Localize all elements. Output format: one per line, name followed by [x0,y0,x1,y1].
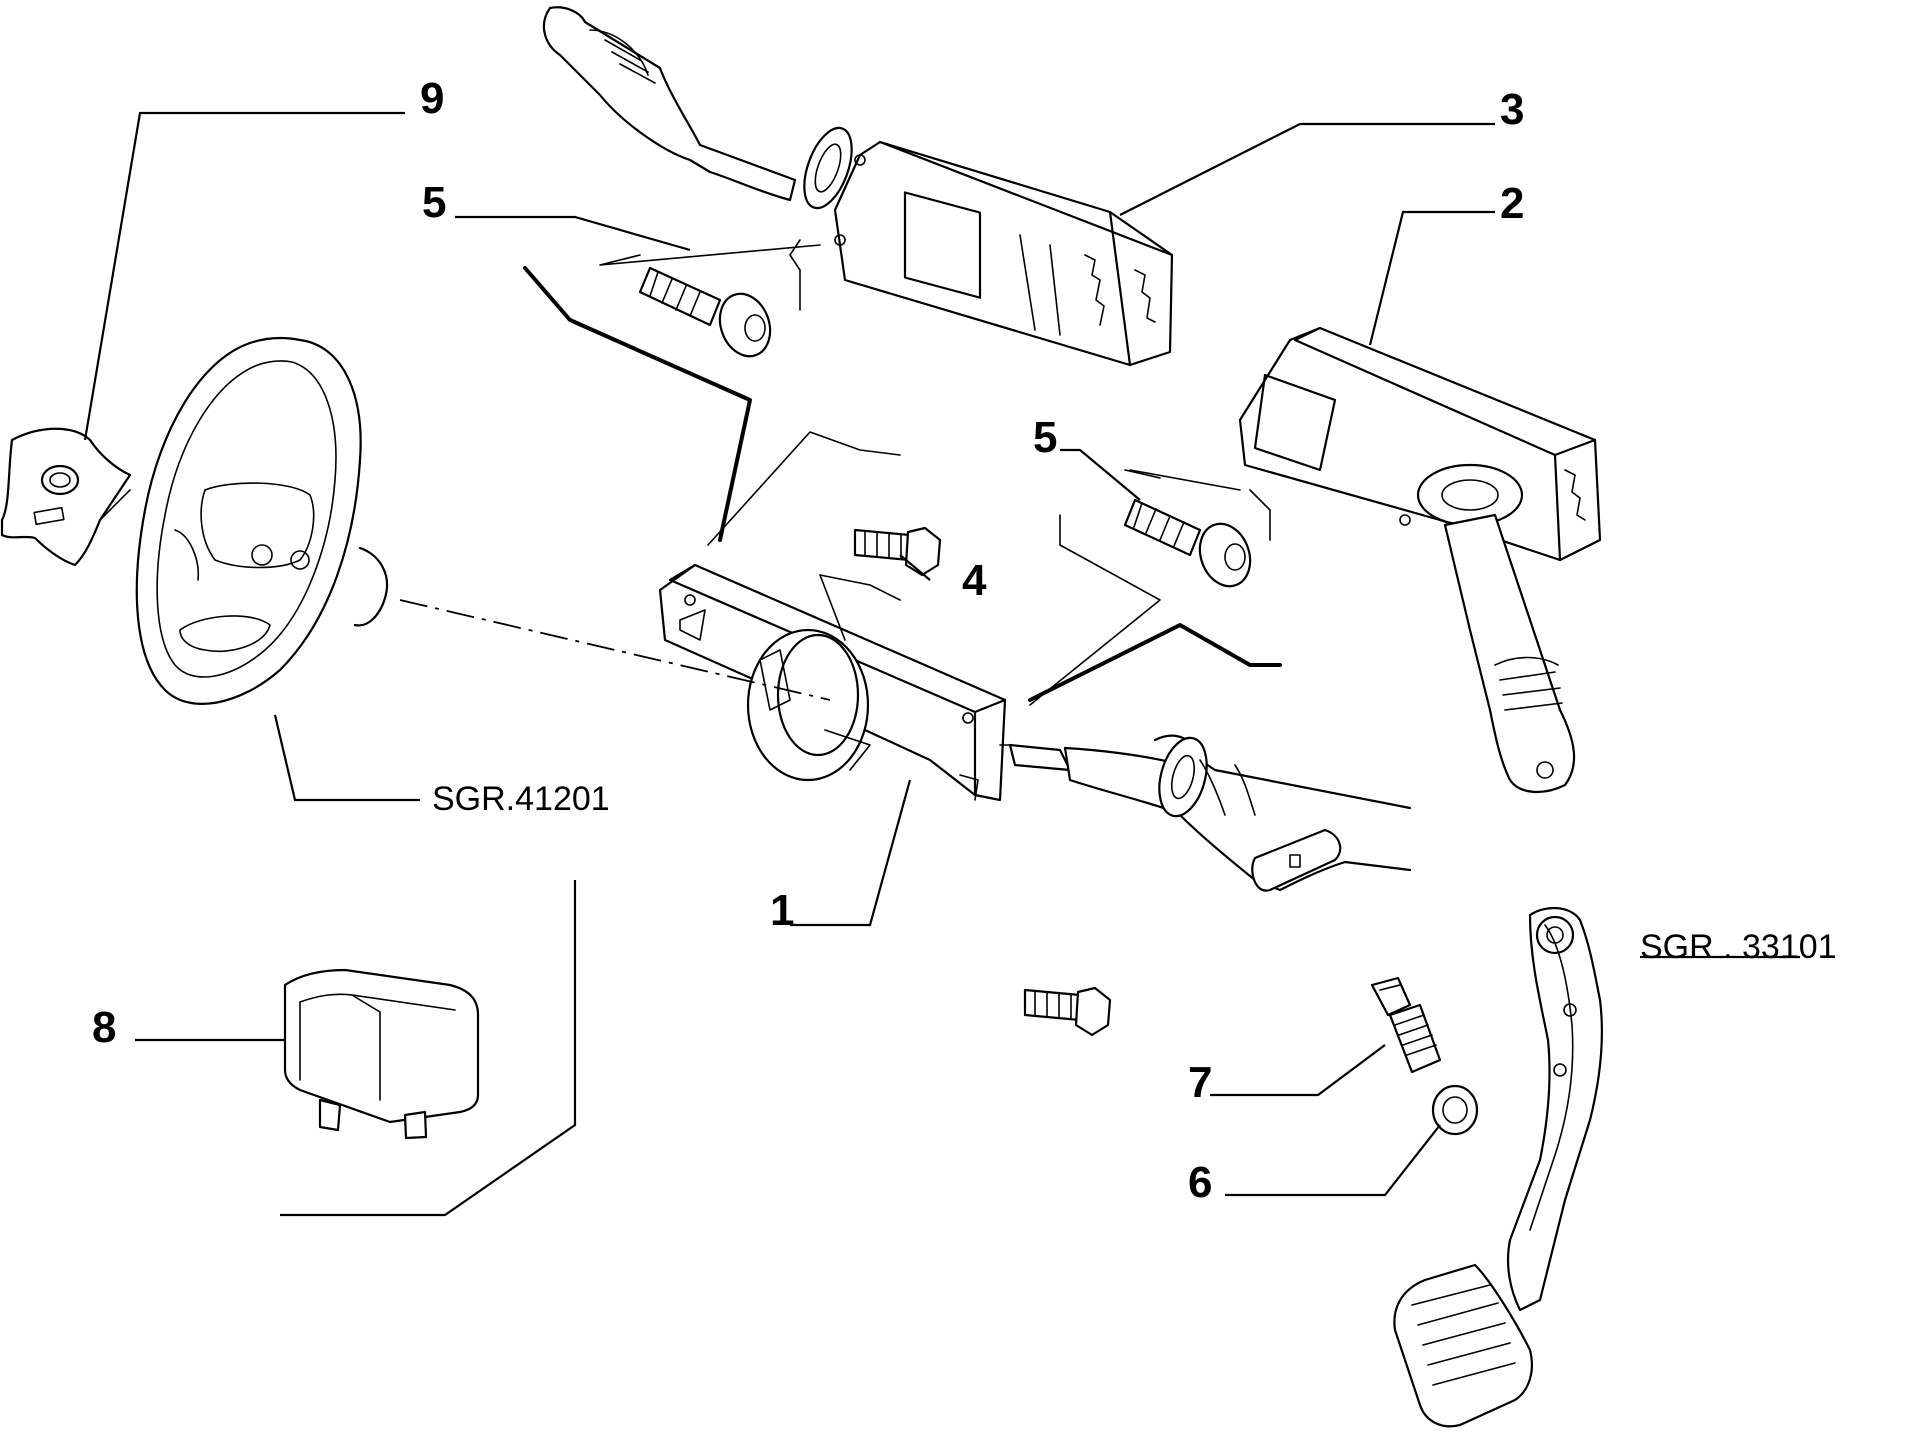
steering-wheel-part [135,336,389,705]
callout-1: 1 [770,886,794,935]
stalk-switch-part-2 [1238,326,1602,794]
stalk-switch-part-3 [542,6,1174,367]
reference-pedal: SGR . 33101 [1640,928,1837,966]
bolt-part-lower [1023,986,1112,1037]
column-switch-body-part-1 [658,563,1007,802]
steering-column-part [1008,734,1412,892]
pedal-part [1393,907,1604,1428]
callout-3: 3 [1500,85,1524,134]
callout-6: 6 [1188,1158,1212,1207]
clip-part-6 [1431,1084,1479,1136]
leader-lines [83,111,1800,1217]
brake-switch-part-7 [1370,976,1442,1074]
callout-7: 7 [1188,1058,1212,1107]
callout-2: 2 [1500,179,1524,228]
callout-9: 9 [420,74,444,123]
assembly-lines [399,239,1282,746]
airbag-cover-part [0,427,132,567]
callout-5-lower: 5 [1033,413,1057,462]
callout-4: 4 [962,556,987,605]
screw-part-5b [1123,498,1252,588]
relay-part-8 [283,968,480,1140]
reference-steering-wheel: SGR.41201 [432,780,610,818]
callout-5-upper: 5 [422,178,446,227]
callout-8: 8 [92,1003,116,1052]
bolt-part-4 [853,526,942,577]
screw-part-5a [638,266,772,358]
